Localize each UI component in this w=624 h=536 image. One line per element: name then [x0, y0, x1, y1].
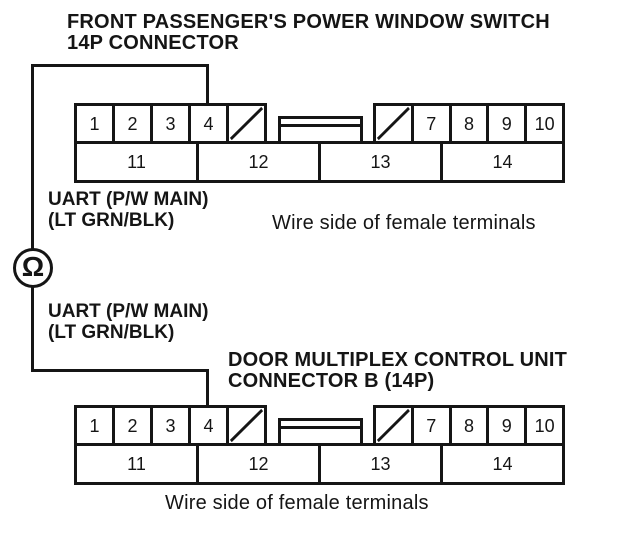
uart-wire-label-lower-line2: (LT GRN/BLK) — [48, 322, 175, 343]
wire-segment-bottom-drop-to-pin4 — [206, 369, 209, 408]
latch-tab-line — [281, 124, 360, 127]
pin-cell-8: 8 — [452, 106, 490, 141]
top-connector-caption: Wire side of female terminals — [272, 212, 536, 234]
blocked-cavity-cell — [376, 408, 414, 443]
pin-cell-14: 14 — [492, 152, 513, 172]
pin-cell-11: 11 — [77, 446, 199, 482]
pin-cell-2: 2 — [115, 106, 153, 141]
ohm-glyph: Ω — [21, 251, 45, 282]
pin-cell-10: 10 — [534, 415, 555, 436]
wire-segment-top-horizontal — [31, 64, 209, 67]
wire-segment-left-upper-vertical — [31, 64, 34, 251]
uart-wire-label-upper-line1: UART (P/W MAIN) — [48, 189, 209, 210]
top-connector-title-line2: 14P CONNECTOR — [67, 32, 239, 54]
slash-icon — [376, 106, 410, 141]
bottom-connector-caption: Wire side of female terminals — [165, 492, 429, 514]
slash-icon — [229, 408, 264, 443]
uart-wire-label-upper-line2: (LT GRN/BLK) — [48, 210, 175, 231]
uart-wire-label-lower: UART (P/W MAIN) (LT GRN/BLK) — [48, 301, 208, 343]
pin-cell-10: 10 — [534, 113, 555, 134]
pin-cell-4: 4 — [191, 106, 229, 141]
pin-cell-2: 2 — [115, 408, 153, 443]
pin-cell-4: 4 — [191, 408, 229, 443]
wire-segment-top-drop-to-pin4 — [206, 64, 209, 106]
wire-segment-left-lower-vertical — [31, 286, 34, 372]
bottom-connector-title-line2: CONNECTOR B (14P) — [228, 370, 435, 392]
blocked-cavity-cell — [229, 106, 264, 141]
pin-cell-13: 13 — [321, 144, 443, 180]
bottom-connector-title-line1: DOOR MULTIPLEX CONTROL UNIT — [228, 349, 568, 371]
ohmmeter-symbol: Ω — [13, 248, 53, 288]
pin-cell-1: 1 — [77, 106, 115, 141]
pin-cell-7: 7 — [414, 408, 452, 443]
pin-cell-12: 12 — [199, 446, 321, 482]
connector-latch-tab — [278, 418, 363, 446]
pin-cell-13: 13 — [321, 446, 443, 482]
wire-segment-bottom-horizontal — [31, 369, 209, 372]
latch-tab-line — [281, 426, 360, 429]
pin-cell-9: 9 — [489, 106, 528, 141]
uart-wire-label-upper: UART (P/W MAIN) (LT GRN/BLK) — [48, 189, 208, 231]
blocked-cavity-cell — [229, 408, 264, 443]
slash-icon — [376, 408, 410, 443]
pin-cell-3: 3 — [153, 106, 191, 141]
connector-latch-tab — [278, 116, 363, 144]
pin-cell-14: 14 — [492, 454, 513, 474]
bottom-connector-title: DOOR MULTIPLEX CONTROL UNIT CONNECTOR B … — [228, 350, 567, 392]
pin-cell-7: 7 — [414, 106, 452, 141]
pin-cell-3: 3 — [153, 408, 191, 443]
top-connector-title: FRONT PASSENGER'S POWER WINDOW SWITCH 14… — [67, 12, 550, 54]
pin-cell-8: 8 — [452, 408, 490, 443]
pin-cell-12: 12 — [199, 144, 321, 180]
slash-icon — [229, 106, 264, 141]
top-connector-title-line1: FRONT PASSENGER'S POWER WINDOW SWITCH — [67, 11, 550, 33]
pin-cell-11: 11 — [77, 144, 199, 180]
pin-cell-1: 1 — [77, 408, 115, 443]
pin-cell-9: 9 — [489, 408, 528, 443]
blocked-cavity-cell — [376, 106, 414, 141]
uart-wire-label-lower-line1: UART (P/W MAIN) — [48, 301, 209, 322]
